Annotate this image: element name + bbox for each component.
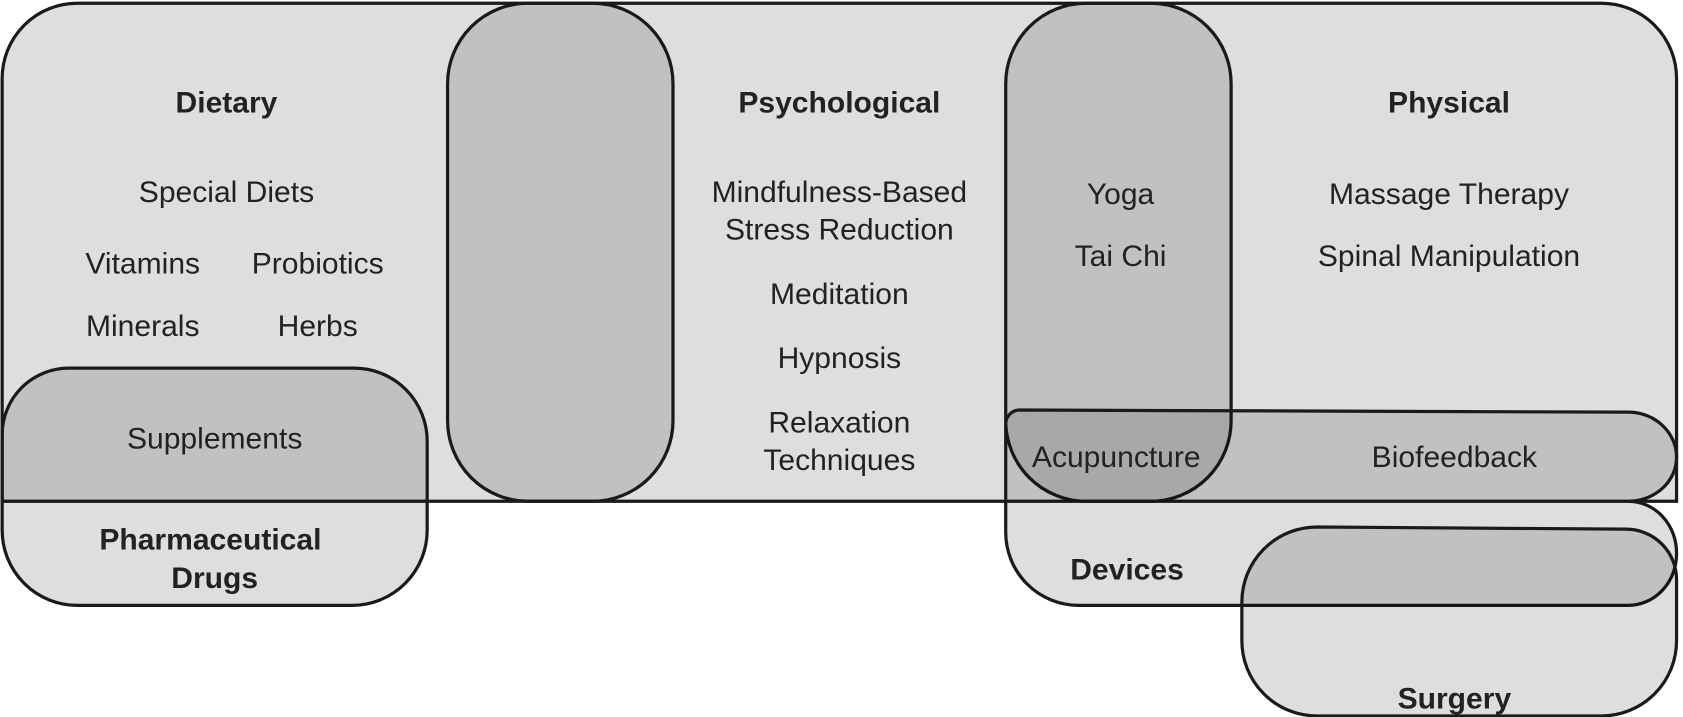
dietary-title: Dietary [176,87,278,120]
dietary-item: Herbs [278,310,358,343]
psychological-title: Psychological [738,87,940,120]
psychological-item: Hypnosis [778,342,902,375]
physical-item: Spinal Manipulation [1318,240,1580,273]
main-region-shape [0,1,1679,503]
dietary-item: Special Diets [139,176,314,209]
tai-chi-label: Tai Chi [1075,240,1167,273]
psychological-item: Relaxation [768,407,910,440]
surgery-title: Surgery [1398,682,1512,715]
dietary-item: Probiotics [252,248,384,281]
dietary-item: Minerals [86,310,200,343]
pharmaceutical-title: Drugs [171,562,258,595]
dietary-psych-overlap [445,1,675,503]
pharmaceutical-region-shape [0,366,429,607]
psychological-item: Meditation [770,278,909,311]
supplements-label: Supplements [127,423,302,456]
pharmaceutical-title: Pharmaceutical [99,524,321,557]
surgery-region-shape [1240,525,1679,717]
psychological-item: Mindfulness-Based [712,176,968,209]
devices-title: Devices [1070,554,1184,587]
acupuncture-label: Acupuncture [1032,441,1201,474]
yoga-label: Yoga [1087,178,1155,211]
dietary-item: Vitamins [85,248,200,281]
psychological-item: Stress Reduction [725,213,954,246]
devices-region-shape [1004,408,1679,607]
psychological-item: Techniques [763,444,915,477]
physical-item: Massage Therapy [1329,178,1569,211]
psych-physical-overlap [1004,1,1233,503]
physical-title: Physical [1388,87,1510,120]
biofeedback-label: Biofeedback [1372,441,1538,474]
